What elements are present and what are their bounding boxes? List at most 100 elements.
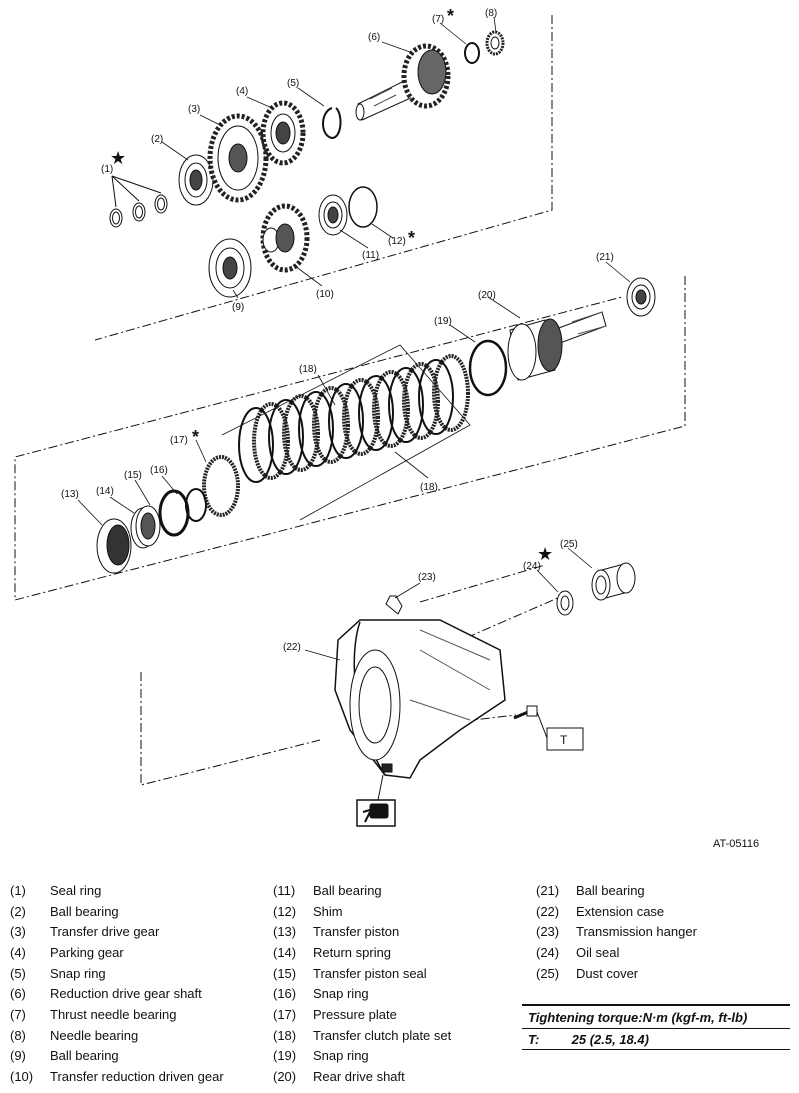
legend-item-text: Oil seal: [576, 944, 620, 960]
callout-labels: (1) (2) (3) (4) (5) (6) (7) (8) (9) (10)…: [61, 6, 614, 747]
seal-ring-part: [109, 175, 168, 228]
callout-24: (24): [523, 561, 541, 572]
callout-6: (6): [368, 32, 380, 43]
shim-part: [348, 186, 378, 228]
legend-item-number: (24): [536, 944, 560, 960]
legend-item-text: Reduction drive gear shaft: [50, 986, 202, 1002]
legend-item: (14)Return spring: [273, 942, 451, 963]
legend-item-number: (13): [273, 924, 297, 940]
legend-item-number: (14): [273, 944, 297, 960]
ball-bearing-11-part: [318, 194, 348, 236]
legend-item: (16) Snap ring: [273, 983, 451, 1004]
torque-label: T:: [528, 1032, 540, 1047]
callout-19: (19): [434, 316, 452, 327]
exploded-parts-diagram: (1) (2) (3) (4) (5) (6) (7) (8) (9) (10)…: [14, 6, 686, 827]
legend-item-text: Ball bearing: [313, 882, 382, 898]
legend-item-number: (3): [10, 924, 26, 940]
legend-item-text: Dust cover: [576, 965, 639, 981]
asterisk-marker-12: *: [408, 228, 415, 248]
legend-item-text: Needle bearing: [50, 1027, 139, 1043]
legend-item-text: Parking gear: [50, 944, 124, 960]
legend-item-text: Transmission hanger: [576, 924, 697, 940]
transfer-drive-gear-part: [207, 113, 269, 203]
legend-item-number: (12): [273, 903, 297, 919]
legend-item-number: (17): [273, 1006, 297, 1022]
legend-item-number: (23): [536, 924, 560, 940]
ball-bearing-9-part: [208, 238, 252, 298]
legend-item: (11) Ball bearing: [273, 880, 451, 901]
legend-item-number: (5): [10, 965, 26, 981]
legend-item-number: (22): [536, 903, 560, 919]
legend-column-2: (11) Ball bearing (12) Shim (13) Transfer pis…: [273, 880, 451, 1087]
oil-seal-part: [556, 590, 574, 616]
transfer-reduction-driven-gear-part: [260, 203, 310, 273]
legend-item-text: Shim: [313, 903, 343, 919]
legend-item-number: (6): [10, 986, 26, 1002]
needle-bearing-part: [485, 30, 505, 56]
dust-cover-part: [591, 562, 636, 601]
return-spring-part: [130, 505, 161, 549]
callout-22: (22): [283, 642, 301, 653]
extension-case-part: [334, 619, 506, 779]
legend-item-number: (2): [10, 903, 26, 919]
transfer-piston-seal-part: [158, 489, 190, 537]
legend-column-1: (1)Seal ring(2)Ball bearing(3)Transfer d…: [10, 880, 224, 1087]
callout-18-bottom: (18): [420, 482, 438, 493]
snap-ring-19-part: [468, 339, 508, 397]
star-marker-24: ★: [537, 544, 553, 565]
legend-item: (9)Ball bearing: [10, 1046, 224, 1067]
callout-11: (11): [362, 250, 379, 261]
legend-item-text: Seal ring: [50, 882, 102, 898]
ball-bearing-2-part: [178, 154, 214, 206]
legend-item-number: (18): [273, 1027, 297, 1043]
snap-ring-5-part: [322, 107, 342, 140]
callout-12: (12): [388, 236, 406, 247]
legend-item: (22) Extension case: [536, 901, 697, 922]
callout-14: (14): [96, 486, 114, 497]
assembly-guide-lines: [14, 15, 686, 786]
tightening-torque-box: Tightening torque:N·m (kgf-m, ft-lb) T: …: [522, 1004, 790, 1050]
legend-item-number: (21): [536, 882, 560, 898]
legend-item-text: Transfer clutch plate set: [313, 1027, 452, 1043]
legend-item-number: (10): [10, 1069, 34, 1085]
legend-item-number: (20): [273, 1069, 297, 1085]
legend-item: (12) Shim: [273, 901, 451, 922]
legend-item-text: Transfer piston: [313, 924, 400, 940]
legend-item-number: (16): [273, 986, 297, 1002]
callout-3: (3): [188, 104, 200, 115]
torque-t-box: [536, 711, 584, 751]
callout-9: (9): [232, 302, 244, 313]
callout-20: (20): [478, 290, 496, 301]
callout-25: (25): [560, 539, 578, 550]
legend-item-text: Transfer piston seal: [313, 965, 427, 981]
torque-value-row: T: 25 (2.5, 18.4): [522, 1029, 790, 1050]
legend-item: (23) Transmission hanger: [536, 921, 697, 942]
asterisk-marker-7: *: [447, 6, 454, 26]
callout-18-top: (18): [299, 364, 317, 375]
legend-column-3: (21)Ball bearing(22)Extension case(23)Tr…: [536, 880, 697, 983]
transmission-hanger-part: [385, 595, 403, 615]
callout-17: (17): [170, 435, 188, 446]
legend-item-text: Snap ring: [50, 965, 106, 981]
callout-21: (21): [596, 252, 614, 263]
transfer-clutch-plate-set-part: [221, 344, 471, 521]
callout-10: (10): [316, 289, 334, 300]
legend-item-text: Snap ring: [313, 986, 369, 1002]
legend-item-text: Thrust needle bearing: [50, 1006, 177, 1022]
callout-7: (7): [432, 14, 444, 25]
legend-item-text: Transfer reduction driven gear: [50, 1069, 224, 1085]
torque-value: 25 (2.5, 18.4): [571, 1032, 649, 1047]
legend-item-text: Rear drive shaft: [313, 1069, 405, 1085]
callout-15: (15): [124, 470, 142, 481]
legend-item-text: Ball bearing: [50, 1048, 119, 1064]
star-marker-1: ★: [110, 148, 126, 169]
legend-item: (4)Parking gear: [10, 942, 224, 963]
figure-code: AT-05116: [713, 838, 760, 850]
legend-item: (3)Transfer drive gear: [10, 921, 224, 942]
legend-item-text: Extension case: [576, 903, 665, 919]
torque-title: Tightening torque:N·m (kgf-m, ft-lb): [522, 1004, 790, 1029]
legend-item-number: (11): [273, 882, 296, 898]
callout-13: (13): [61, 489, 79, 500]
legend-item: (2)Ball bearing: [10, 901, 224, 922]
callout-5: (5): [287, 78, 299, 89]
